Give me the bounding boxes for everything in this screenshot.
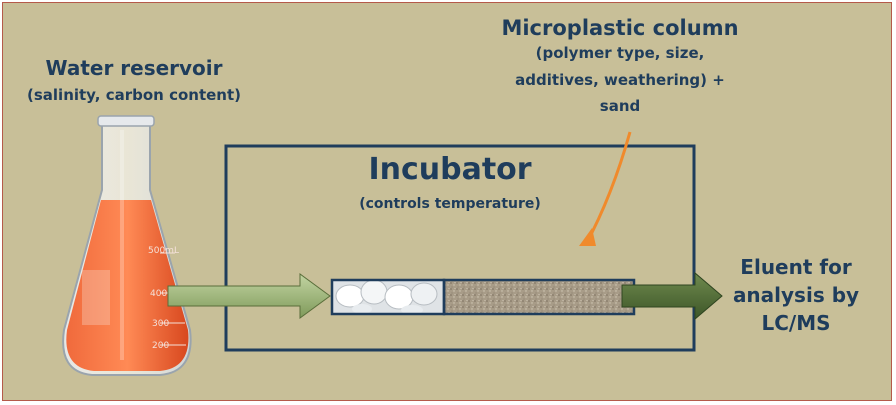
column-detail-line: (polymer type, size, (535, 44, 705, 62)
flask-mark-400: 400 (150, 289, 167, 299)
flask-mark-300: 300 (152, 319, 169, 329)
incubator-title: Incubator (368, 152, 532, 187)
incubator-subtitle: (controls temperature) (359, 196, 541, 212)
pointer-arrow (579, 131, 632, 246)
reservoir-title: Water reservoir (45, 56, 223, 80)
flask-mark-200: 200 (152, 341, 169, 351)
eluent-label-line: Eluent for (740, 255, 852, 279)
column-detail-line: additives, weathering) + (515, 71, 725, 89)
incubator-box (224, 144, 696, 352)
eluent-label-line: LC/MS (761, 311, 831, 335)
column-title: Microplastic column (501, 16, 739, 40)
flask-mark-500: 500mL (148, 246, 179, 256)
outlet-arrow (621, 271, 723, 321)
reservoir-subtitle: (salinity, carbon content) (27, 86, 241, 104)
column-detail-line: sand (599, 97, 641, 115)
eluent-label-line: analysis by (732, 283, 860, 307)
flask-icon: 500mL 400 300 200 (62, 115, 192, 376)
inlet-arrow (167, 273, 331, 319)
microplastic-column (330, 278, 636, 316)
